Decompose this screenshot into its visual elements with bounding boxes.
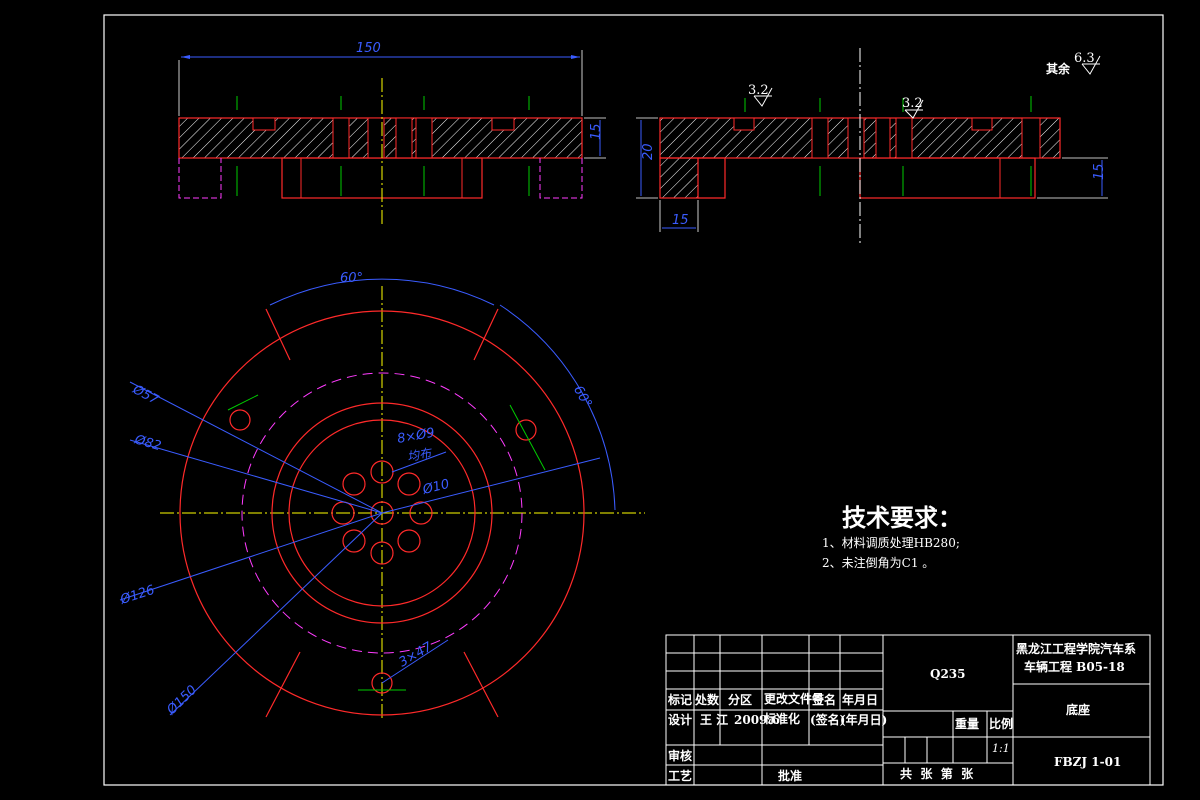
circle-126-hidden — [241, 372, 523, 654]
holes-label: 8×Ø9 — [396, 426, 436, 447]
roughness-symbol-b — [904, 99, 924, 119]
title-block — [665, 634, 1151, 786]
dim-150-label: 150 — [356, 41, 381, 56]
roughness-a-label: 3.2 — [748, 83, 769, 98]
dim-d57-label: Ø57 — [129, 382, 161, 409]
bolt-holes — [229, 409, 537, 694]
design-label: 设计 — [668, 712, 692, 727]
roughness-rest-prefix: 其余 — [1046, 61, 1071, 76]
dim-d10-label: Ø10 — [420, 477, 451, 498]
plan-view — [119, 278, 645, 720]
front-leg-right — [539, 158, 583, 199]
dim-15-label: 15 — [589, 123, 604, 140]
sheet-count: 共 张 第 张 — [900, 766, 974, 781]
col-date: 年月日 — [842, 692, 878, 707]
dim-20-label: 20 — [641, 143, 656, 160]
roughness-symbol-rest — [1081, 55, 1101, 75]
side-groove-left — [733, 117, 755, 131]
scale-label: 比例 — [989, 716, 1013, 731]
material: Q235 — [930, 667, 966, 681]
holes-note: 均布 — [406, 446, 434, 464]
approve-label: 批准 — [778, 768, 802, 783]
std-label: 标准化 — [763, 711, 800, 726]
design-date: 2009.6 — [734, 713, 780, 727]
front-hole-4 — [415, 117, 433, 159]
circle-82 — [271, 402, 493, 624]
tech-heading: 技术要求： — [842, 503, 962, 532]
col-mark: 标记 — [667, 692, 692, 707]
scale-value: 1:1 — [992, 742, 1010, 755]
roughness-rest-label: 6.3 — [1074, 51, 1095, 66]
part-name: 底座 — [1066, 702, 1090, 717]
side-section-view — [636, 48, 1108, 246]
front-hole-1 — [332, 117, 350, 159]
col-count: 处数 — [694, 692, 720, 707]
circle-boss — [288, 419, 476, 607]
process-label: 工艺 — [668, 768, 692, 783]
weight-label: 重量 — [955, 716, 979, 731]
std-date: (年月日) — [840, 712, 887, 727]
school-line-2: 车辆工程 B05-18 — [1024, 659, 1125, 674]
std-sign: (签名) — [810, 712, 845, 727]
drawing-border — [103, 14, 1164, 786]
drawing-no: FBZJ 1-01 — [1054, 755, 1121, 769]
angle-right-label: 60° — [570, 383, 595, 410]
tech-line-1: 1、材料调质处理HB280; — [822, 536, 960, 550]
dim-d82-label: Ø82 — [132, 432, 163, 454]
front-leg-left — [178, 158, 222, 199]
front-groove-right — [491, 117, 515, 131]
col-sign: 签名 — [811, 692, 836, 707]
roughness-symbol-a — [753, 87, 773, 107]
dim-15-bottom-label: 15 — [672, 213, 689, 228]
dim-3x47-label: 3×47 — [397, 639, 436, 670]
dim-d126-label: Ø126 — [118, 583, 157, 608]
tech-line-2: 2、未注倒角为C1 。 — [822, 555, 934, 570]
school-line-1: 黑龙江工程学院汽车系 — [1016, 641, 1136, 656]
outer-circle-150 — [179, 310, 585, 716]
dim-15-side-label: 15 — [1092, 163, 1107, 180]
front-hole-3 — [395, 117, 413, 159]
col-zone: 分区 — [728, 692, 752, 707]
angle-top-label: 60° — [340, 271, 363, 286]
front-groove-left — [252, 117, 276, 131]
side-groove-right — [971, 117, 993, 131]
designer: 王 江 — [700, 712, 728, 727]
roughness-b-label: 3.2 — [902, 96, 923, 111]
check-label: 审核 — [668, 748, 692, 763]
dim-d150-label: Ø150 — [164, 683, 200, 719]
col-doc: 更改文件号 — [764, 691, 824, 706]
front-section-view — [178, 50, 606, 226]
side-boss — [859, 157, 1036, 199]
side-leg-section — [659, 157, 699, 199]
